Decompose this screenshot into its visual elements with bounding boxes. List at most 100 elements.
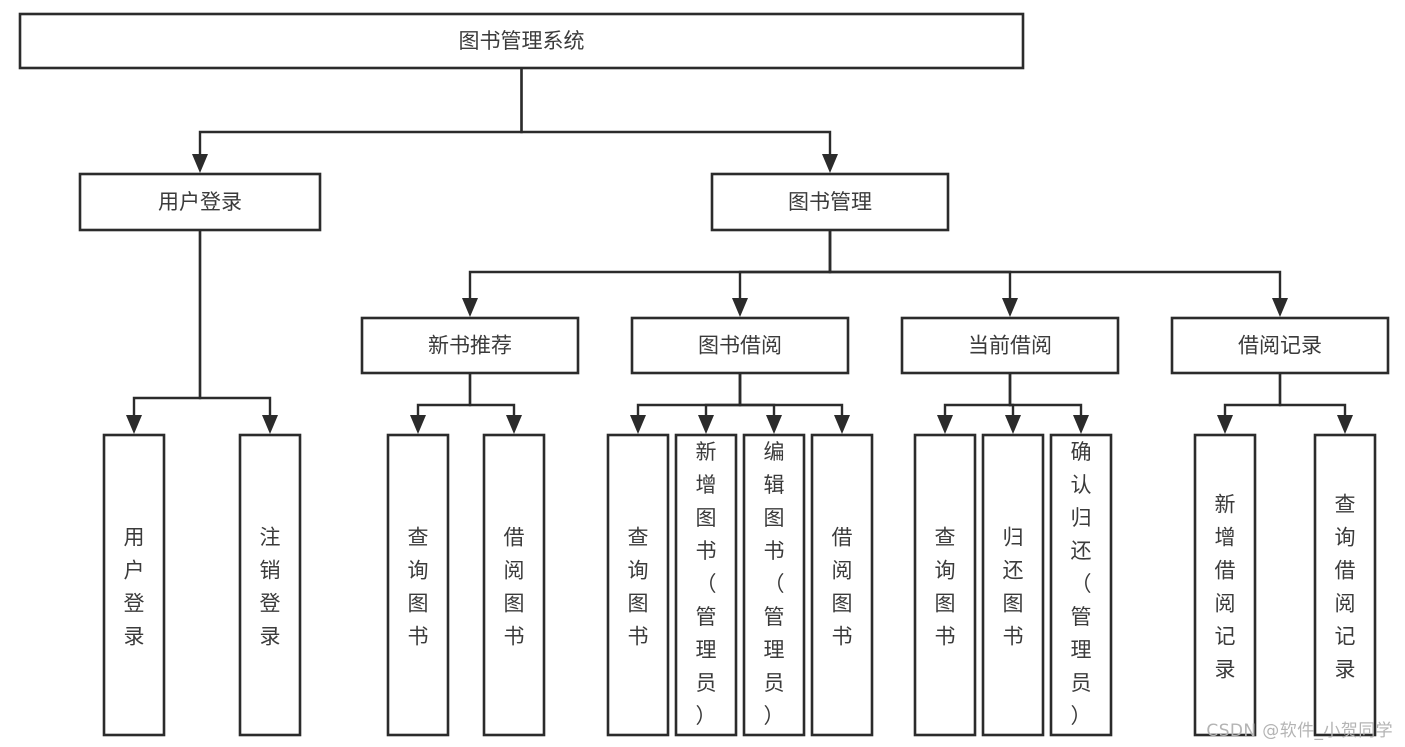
arrow-head-icon <box>126 415 142 434</box>
arrow-head-icon <box>262 415 278 434</box>
node-label-current-borrow: 当前借阅 <box>968 334 1052 358</box>
node-label-root: 图书管理系统 <box>459 29 585 53</box>
arrow-head-icon <box>1217 415 1233 434</box>
node-box-borrow-record[interactable] <box>1170 316 1390 375</box>
node-bb-borrow[interactable]: 借阅图书 <box>810 433 874 737</box>
node-nbr-borrow[interactable]: 借阅图书 <box>482 433 546 737</box>
node-cb-confirm[interactable]: 确认归还（管理员） <box>1049 433 1113 737</box>
arrow-head-icon <box>192 154 208 173</box>
arrow-head-icon <box>410 415 426 434</box>
connector-current-borrow-to-cb-confirm <box>1008 373 1089 434</box>
node-root[interactable]: 图书管理系统 <box>18 12 1025 70</box>
node-book-manage[interactable]: 图书管理 <box>710 172 950 232</box>
node-label-borrow-record: 借阅记录 <box>1238 334 1322 358</box>
node-nbr-query[interactable]: 查询图书 <box>386 433 450 737</box>
arrow-head-icon <box>822 154 838 173</box>
node-label-leaf-user-login: 用户登录 <box>124 526 145 649</box>
node-br-query[interactable]: 查询借阅记录 <box>1313 433 1377 737</box>
node-label-br-add: 新增借阅记录 <box>1215 493 1236 682</box>
node-box-bb-query[interactable] <box>606 433 670 737</box>
node-box-root[interactable] <box>18 12 1025 70</box>
node-box-user-login[interactable] <box>78 172 322 232</box>
arrow-head-icon <box>834 415 850 434</box>
node-label-br-query: 查询借阅记录 <box>1335 493 1356 682</box>
arrow-head-icon <box>506 415 522 434</box>
node-bb-add[interactable]: 新增图书（管理员） <box>674 433 738 737</box>
node-leaf-logout[interactable]: 注销登录 <box>238 433 302 737</box>
node-leaf-user-login[interactable]: 用户登录 <box>102 433 166 737</box>
connector-borrow-record-to-br-query <box>1278 373 1353 434</box>
csdn-watermark: CSDN @软件_小贺同学 <box>1206 721 1393 741</box>
arrow-head-icon <box>766 415 782 434</box>
node-label-user-login: 用户登录 <box>158 190 242 214</box>
arrow-head-icon <box>462 298 478 317</box>
node-label-book-borrow: 图书借阅 <box>698 334 782 358</box>
connector-book-manage-to-borrow-record <box>828 230 1288 317</box>
node-label-leaf-logout: 注销登录 <box>260 526 281 649</box>
connector-book-manage-to-book-borrow <box>732 230 832 317</box>
node-box-book-manage[interactable] <box>710 172 950 232</box>
node-box-book-borrow[interactable] <box>630 316 850 375</box>
connector-new-book-rec-to-nbr-query <box>410 373 472 434</box>
node-box-bb-borrow[interactable] <box>810 433 874 737</box>
node-box-br-query[interactable] <box>1313 433 1377 737</box>
arrow-head-icon <box>1272 298 1288 317</box>
node-current-borrow[interactable]: 当前借阅 <box>900 316 1120 375</box>
connector-book-manage-to-new-book-rec <box>462 230 832 317</box>
node-bb-query[interactable]: 查询图书 <box>606 433 670 737</box>
node-book-borrow[interactable]: 图书借阅 <box>630 316 850 375</box>
connector-book-manage-to-current-borrow <box>828 230 1018 317</box>
node-label-bb-query: 查询图书 <box>628 526 649 649</box>
node-box-cb-return[interactable] <box>981 433 1045 737</box>
node-user-login[interactable]: 用户登录 <box>78 172 322 232</box>
node-box-cb-confirm[interactable] <box>1049 433 1113 737</box>
connector-book-borrow-to-bb-edit <box>738 373 782 434</box>
node-label-new-book-rec: 新书推荐 <box>428 334 512 358</box>
node-label-cb-confirm: 确认归还（管理员） <box>1071 440 1092 728</box>
node-label-bb-edit: 编辑图书（管理员） <box>764 440 785 728</box>
node-label-nbr-query: 查询图书 <box>408 526 429 649</box>
arrow-head-icon <box>698 415 714 434</box>
node-label-bb-borrow: 借阅图书 <box>832 526 853 649</box>
node-cb-query[interactable]: 查询图书 <box>913 433 977 737</box>
node-label-nbr-borrow: 借阅图书 <box>504 526 525 649</box>
connector-book-borrow-to-bb-borrow <box>738 373 850 434</box>
node-box-new-book-rec[interactable] <box>360 316 580 375</box>
node-box-nbr-query[interactable] <box>386 433 450 737</box>
node-borrow-record[interactable]: 借阅记录 <box>1170 316 1390 375</box>
node-bb-edit[interactable]: 编辑图书（管理员） <box>742 433 806 737</box>
connector-borrow-record-to-br-add <box>1217 373 1282 434</box>
node-box-leaf-user-login[interactable] <box>102 433 166 737</box>
connector-new-book-rec-to-nbr-borrow <box>468 373 522 434</box>
arrow-head-icon <box>1337 415 1353 434</box>
arrow-head-icon <box>630 415 646 434</box>
arrow-head-icon <box>1005 415 1021 434</box>
connector-root-to-book-manage <box>520 68 838 173</box>
arrow-head-icon <box>1073 415 1089 434</box>
arrow-head-icon <box>732 298 748 317</box>
node-box-current-borrow[interactable] <box>900 316 1120 375</box>
node-label-bb-add: 新增图书（管理员） <box>696 440 717 728</box>
node-layer: 图书管理系统用户登录图书管理新书推荐图书借阅当前借阅借阅记录用户登录注销登录查询… <box>18 12 1390 737</box>
node-box-br-add[interactable] <box>1193 433 1257 737</box>
node-box-cb-query[interactable] <box>913 433 977 737</box>
node-label-book-manage: 图书管理 <box>788 190 872 214</box>
node-box-nbr-borrow[interactable] <box>482 433 546 737</box>
node-box-bb-edit[interactable] <box>742 433 806 737</box>
connector-book-borrow-to-bb-query <box>630 373 742 434</box>
connector-root-to-user-login <box>192 68 523 173</box>
connector-current-borrow-to-cb-query <box>937 373 1012 434</box>
connector-current-borrow-to-cb-return <box>1005 373 1021 434</box>
node-box-bb-add[interactable] <box>674 433 738 737</box>
node-br-add[interactable]: 新增借阅记录 <box>1193 433 1257 737</box>
arrow-head-icon <box>937 415 953 434</box>
node-label-cb-query: 查询图书 <box>935 526 956 649</box>
arrow-head-icon <box>1002 298 1018 317</box>
node-label-cb-return: 归还图书 <box>1003 526 1024 649</box>
node-new-book-rec[interactable]: 新书推荐 <box>360 316 580 375</box>
node-cb-return[interactable]: 归还图书 <box>981 433 1045 737</box>
node-box-leaf-logout[interactable] <box>238 433 302 737</box>
connector-layer <box>126 68 1353 434</box>
